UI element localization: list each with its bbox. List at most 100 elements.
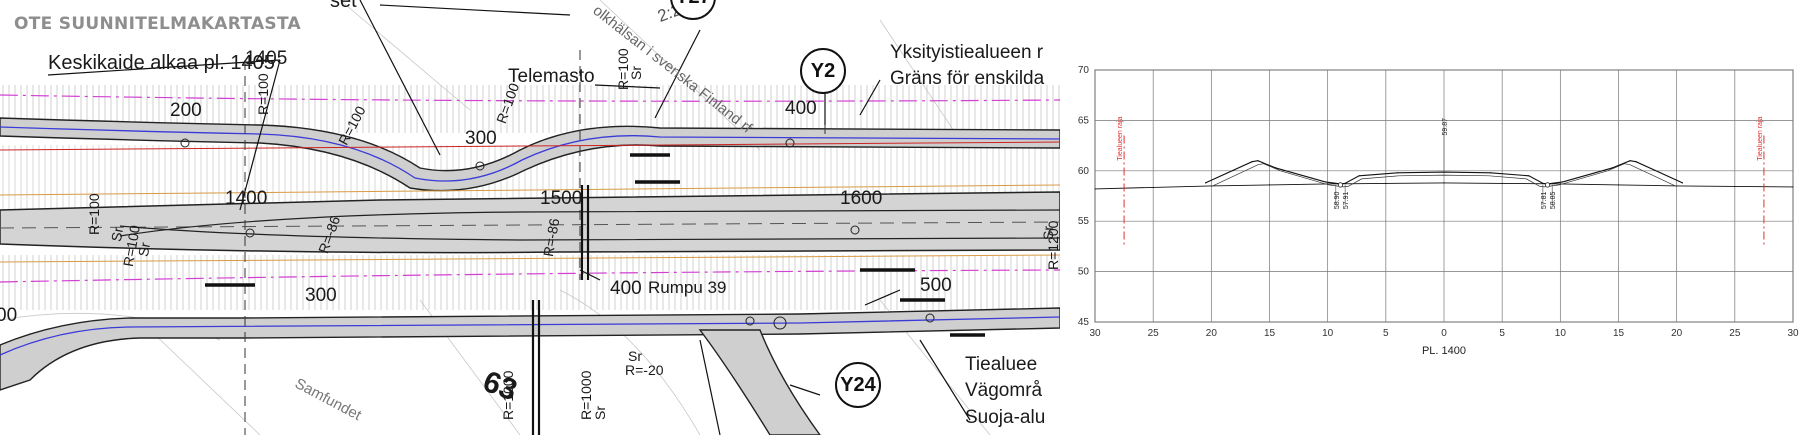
x-tick-label: 20 (1206, 328, 1218, 339)
sr-mark: Sr (1040, 226, 1056, 240)
profile-point (1629, 160, 1631, 162)
label-vagomra: Vägområ (965, 380, 1043, 401)
station-label: 1405 (245, 48, 288, 69)
profile-point (1792, 186, 1794, 188)
profile-point (1443, 171, 1445, 173)
plan-map-excerpt: OTE SUUNNITELMAKARTASTA Keskikaide alkaa… (0, 0, 1060, 435)
x-tick-label: 5 (1383, 328, 1389, 339)
main-highway (0, 191, 1060, 254)
y-tick-label: 60 (1078, 166, 1090, 177)
y-tick-label: 55 (1078, 216, 1090, 227)
x-tick-label: 30 (1787, 328, 1799, 339)
x-tick-label: 15 (1613, 328, 1625, 339)
label-grans: Gräns för enskilda (890, 68, 1045, 89)
profile-point (1204, 182, 1207, 184)
x-tick-label: 20 (1671, 328, 1683, 339)
map-title: OTE SUUNNITELMAKARTASTA (14, 14, 301, 34)
sr-mark: Sr (628, 66, 644, 80)
profile-point (1443, 182, 1445, 184)
station-label: 400 (610, 278, 642, 299)
ditch-point-marker (1544, 182, 1551, 188)
station-label: 1600 (840, 188, 883, 209)
profile-point (1274, 167, 1276, 169)
sr-mark: Sr (108, 226, 127, 243)
right-boundary-label: Tiealueen raja (1757, 117, 1764, 161)
culvert-rumpu-39 (580, 185, 590, 280)
profile-point (1210, 185, 1212, 187)
y-tick-label: 50 (1078, 267, 1090, 278)
ditch-elevation-label: 57.81 (1541, 191, 1548, 209)
x-tick-label: 5 (1499, 328, 1505, 339)
plan-map-drawing (0, 0, 1060, 435)
x-tick-label: 15 (1264, 328, 1276, 339)
profile-point (1676, 185, 1678, 187)
upper-service-road (0, 117, 1060, 192)
connector-road-y24 (698, 329, 821, 435)
radius-label: R=1000 (500, 370, 516, 420)
station-label: 500 (920, 275, 952, 296)
ditch-elevation-label: 58.85 (1550, 191, 1557, 209)
x-tick-label: 10 (1322, 328, 1334, 339)
label-yksityistie: Yksityistiealueen r (890, 42, 1044, 63)
x-tick-label: 25 (1148, 328, 1160, 339)
profile-point (1562, 181, 1564, 183)
profile-point (1396, 172, 1399, 174)
y-tick-label: 45 (1078, 317, 1090, 328)
profile-point (1358, 175, 1360, 177)
profile-point (1257, 160, 1259, 162)
profile-point (1268, 184, 1271, 186)
x-tick-label: 10 (1555, 328, 1567, 339)
x-tick-label: 0 (1441, 328, 1447, 339)
label-suoja: Suoja-alu (965, 407, 1046, 428)
profile-point (1094, 188, 1096, 190)
sr-mark: Sr (592, 406, 608, 420)
label-set: set (330, 0, 357, 12)
label-keskikaide: Keskikaide alkaa pl. 1405 (48, 52, 275, 74)
label-telemasto: Telemasto (508, 66, 595, 87)
station-label: 200 (170, 100, 202, 121)
profile-point (1324, 181, 1326, 183)
radius-label: R=100 (86, 193, 102, 235)
ditch-elevation-label: 58.90 (1334, 191, 1341, 209)
ditch-elevation-label: 57.91 (1343, 191, 1350, 209)
profile-point (1635, 161, 1637, 163)
profile-point (1612, 167, 1614, 169)
sr-mark: Sr (628, 348, 642, 364)
profile-point (1501, 182, 1503, 184)
ditch-point-marker (1337, 182, 1344, 188)
x-tick-label: 30 (1089, 328, 1101, 339)
station-label: 1500 (540, 188, 583, 209)
profile-point (1489, 172, 1492, 174)
label-tiealue: Tiealuee (965, 354, 1038, 375)
station-label: 400 (785, 98, 817, 119)
y-tick-label: 65 (1078, 115, 1090, 126)
cross-section-markers (205, 153, 985, 337)
x-axis-title: PL. 1400 (1422, 345, 1466, 357)
station-label: 00 (0, 305, 18, 326)
left-boundary-label: Tiealueen raja (1117, 117, 1124, 161)
label-rumpu: Rumpu 39 (648, 278, 727, 297)
pavement-layer-line (1212, 163, 1676, 188)
station-label: 300 (465, 128, 497, 149)
x-tick-label: 25 (1729, 328, 1741, 339)
profile-point (1385, 182, 1387, 184)
profile-point (1251, 161, 1253, 163)
radius-label: R=100 (255, 73, 271, 115)
radius-label: R=-20 (625, 362, 664, 378)
profile-point (1734, 185, 1736, 188)
lower-service-road (0, 307, 1060, 391)
station-label: 300 (305, 285, 337, 306)
profile-point (1617, 184, 1620, 186)
embankment-hatch-lower (0, 255, 1060, 310)
center-elevation-label: 59.87 (1442, 118, 1449, 136)
road-id-y2: Y2 (800, 48, 846, 94)
profile-point (1528, 175, 1530, 177)
profile-point (1681, 182, 1684, 184)
y-tick-label: 70 (1078, 65, 1090, 76)
station-label: 1400 (225, 188, 268, 209)
road-id-y24: Y24 (835, 362, 881, 408)
profile-point (1152, 186, 1154, 189)
sr-mark: Sr (135, 241, 154, 258)
